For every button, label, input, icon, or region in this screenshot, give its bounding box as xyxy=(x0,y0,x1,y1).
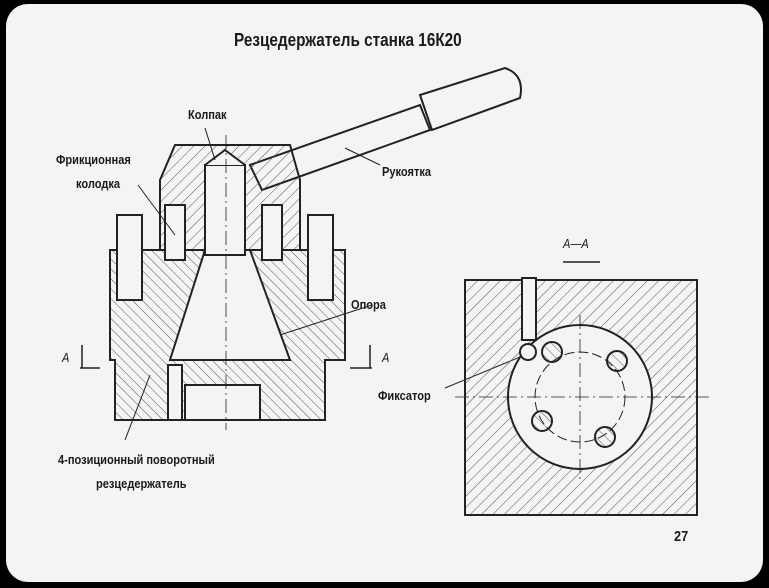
label-support: Опора xyxy=(351,297,386,312)
label-friction-pad-2: колодка xyxy=(76,176,121,191)
label-section: А—А xyxy=(563,236,589,251)
label-holder-1: 4-позиционный поворотный xyxy=(58,452,215,467)
section-mark-left: А xyxy=(62,350,70,365)
slide: Резцедержатель станка 16К20 Колпак Фрикц… xyxy=(6,4,763,582)
slide-title: Резцедержатель станка 16К20 xyxy=(234,30,462,50)
section-mark-right: А xyxy=(382,350,390,365)
label-cap: Колпак xyxy=(188,107,227,122)
page-number: 27 xyxy=(674,528,689,545)
label-holder-2: резцедержатель xyxy=(96,476,187,491)
label-lock: Фиксатор xyxy=(378,388,431,403)
label-handle: Рукоятка xyxy=(382,164,432,179)
mechanical-drawing xyxy=(80,66,712,516)
label-friction-pad-1: Фрикционная xyxy=(56,152,131,167)
